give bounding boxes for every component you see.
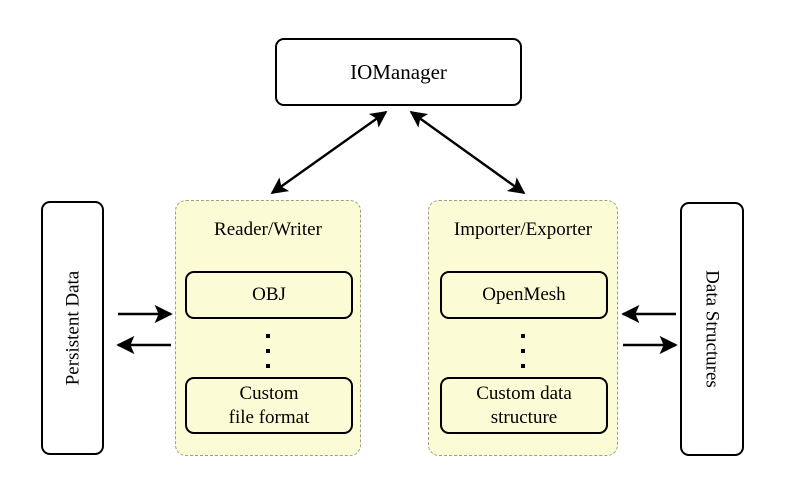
node-data-structures: Data Structures — [680, 202, 744, 456]
panel-importer-exporter-title: Importer/Exporter — [453, 219, 593, 240]
node-iomanager: IOManager — [275, 38, 522, 106]
custom-data-structure-line2: structure — [490, 406, 558, 428]
arrow-iomanager-readerwriter — [270, 111, 388, 194]
arrow-iomanager-importerexporter — [409, 111, 526, 194]
node-persistent-data: Persistent Data — [41, 201, 104, 455]
node-obj: OBJ — [185, 271, 353, 319]
iomanager-label: IOManager — [350, 59, 447, 84]
node-openmesh: OpenMesh — [440, 271, 608, 319]
panel-reader-writer-title: Reader/Writer — [214, 219, 322, 240]
openmesh-label: OpenMesh — [482, 284, 566, 306]
persistent-data-label: Persistent Data — [62, 270, 83, 386]
custom-file-format-line1: Custom — [239, 383, 299, 405]
panel-importer-exporter: Importer/Exporter OpenMesh Custom data s… — [428, 200, 618, 456]
importer-exporter-ellipsis-icon — [521, 334, 525, 368]
custom-file-format-label: Custom file format — [229, 382, 310, 428]
data-structures-label: Data Structures — [701, 270, 723, 388]
panel-reader-writer: Reader/Writer OBJ Custom file format — [175, 200, 361, 456]
custom-data-structure-label: Custom data structure — [476, 382, 572, 428]
custom-file-format-line2: file format — [228, 406, 310, 428]
obj-label: OBJ — [252, 284, 286, 306]
node-custom-data-structure: Custom data structure — [440, 377, 608, 434]
custom-data-structure-line1: Custom data — [476, 383, 572, 405]
node-custom-file-format: Custom file format — [185, 377, 353, 434]
reader-writer-ellipsis-icon — [266, 334, 270, 368]
